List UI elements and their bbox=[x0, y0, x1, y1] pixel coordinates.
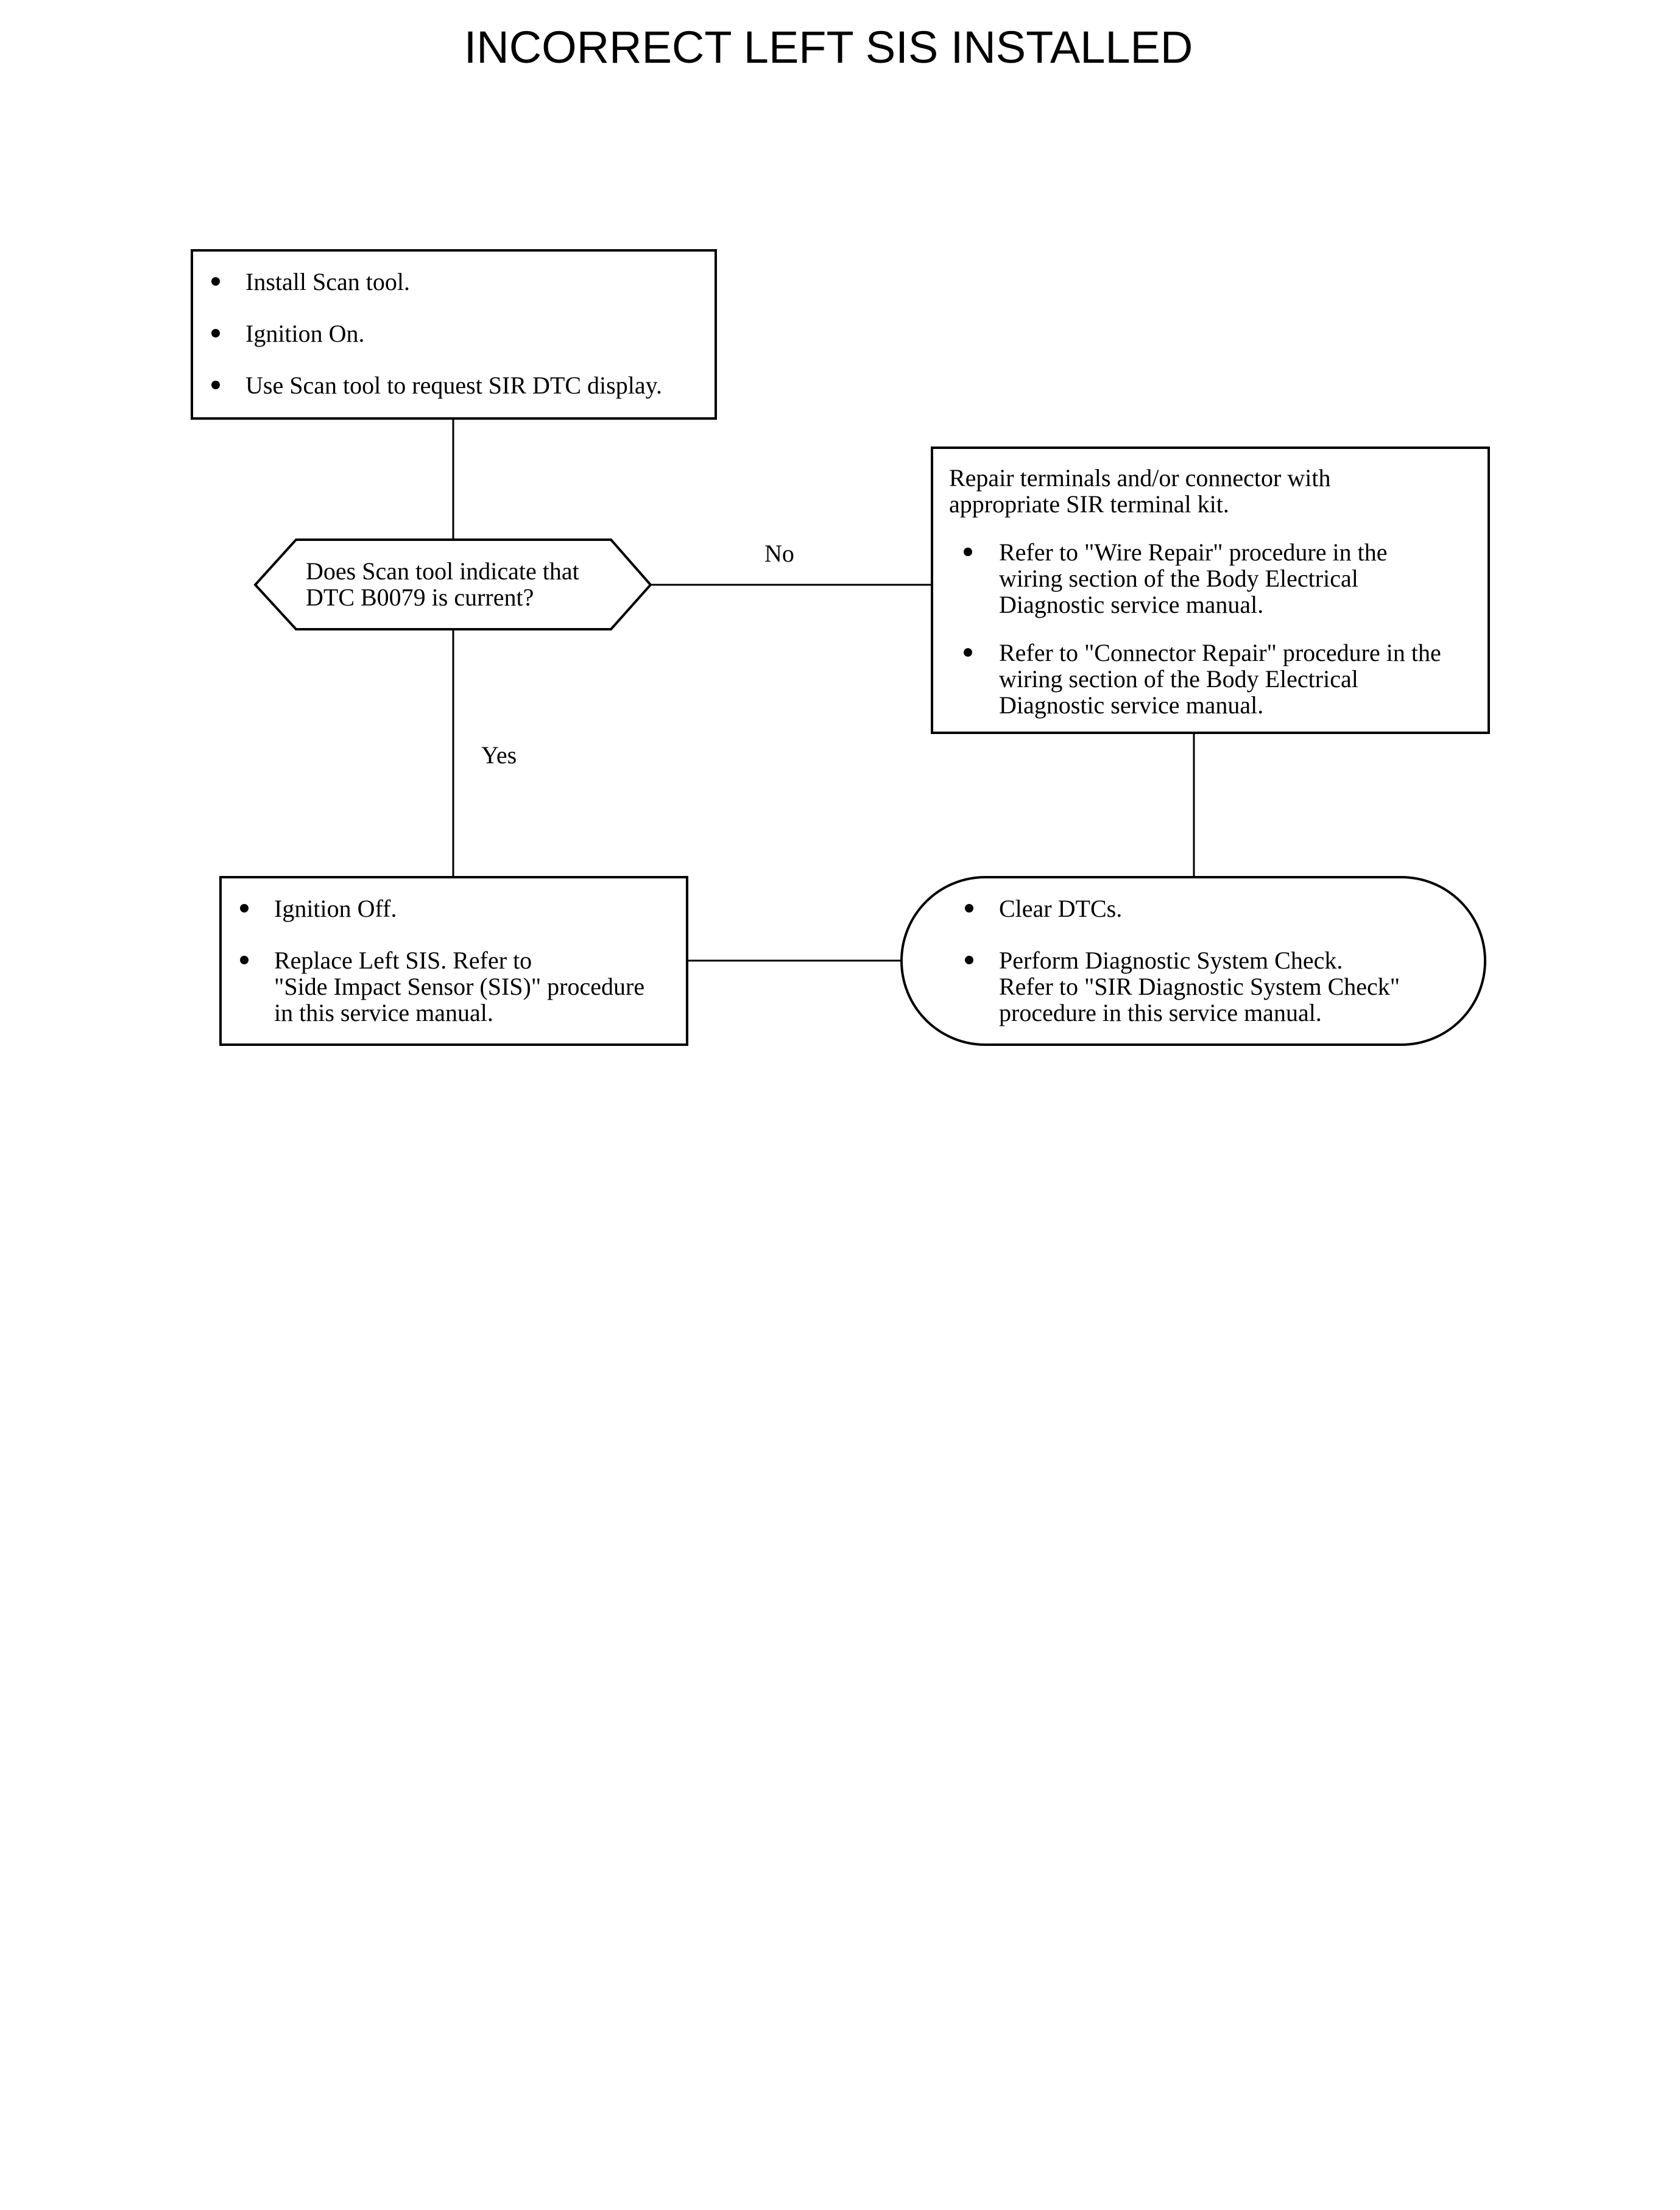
list-item: Clear DTCs. bbox=[903, 895, 1400, 922]
list-item: Use Scan tool to request SIR DTC display… bbox=[193, 372, 662, 398]
list-item: Ignition On. bbox=[193, 320, 662, 347]
list-item: Refer to "Wire Repair" procedure in the … bbox=[933, 539, 1441, 618]
decision-question: Does Scan tool indicate that DTC B0079 i… bbox=[306, 557, 579, 611]
no-label: No bbox=[764, 540, 794, 567]
replace-sensor-box: Ignition Off. Replace Left SIS. Refer to… bbox=[219, 876, 688, 1046]
start-box: Install Scan tool. Ignition On. Use Scan… bbox=[191, 249, 717, 420]
list-item: Refer to "Connector Repair" procedure in… bbox=[933, 640, 1441, 718]
page-title: INCORRECT LEFT SIS INSTALLED bbox=[464, 22, 1193, 72]
bullet-icon bbox=[211, 329, 220, 337]
bullet-icon bbox=[964, 548, 972, 556]
list-item: Install Scan tool. bbox=[193, 269, 662, 295]
list-item: Ignition Off. bbox=[222, 895, 644, 922]
end-terminal-box: Clear DTCs. Perform Diagnostic System Ch… bbox=[900, 876, 1486, 1046]
yes-label: Yes bbox=[481, 741, 517, 769]
bullet-icon bbox=[240, 956, 249, 964]
list-item: Perform Diagnostic System Check. Refer t… bbox=[903, 947, 1400, 1026]
decision-diamond bbox=[253, 538, 652, 630]
bullet-icon bbox=[211, 381, 220, 389]
repair-intro: Repair terminals and/or connector with a… bbox=[949, 464, 1331, 518]
list-item: Replace Left SIS. Refer to "Side Impact … bbox=[222, 947, 644, 1026]
bullet-icon bbox=[965, 956, 973, 964]
bullet-icon bbox=[240, 904, 249, 913]
bullet-icon bbox=[211, 277, 220, 286]
repair-box: Repair terminals and/or connector with a… bbox=[931, 447, 1490, 734]
bullet-icon bbox=[964, 648, 972, 657]
bullet-icon bbox=[965, 904, 973, 913]
